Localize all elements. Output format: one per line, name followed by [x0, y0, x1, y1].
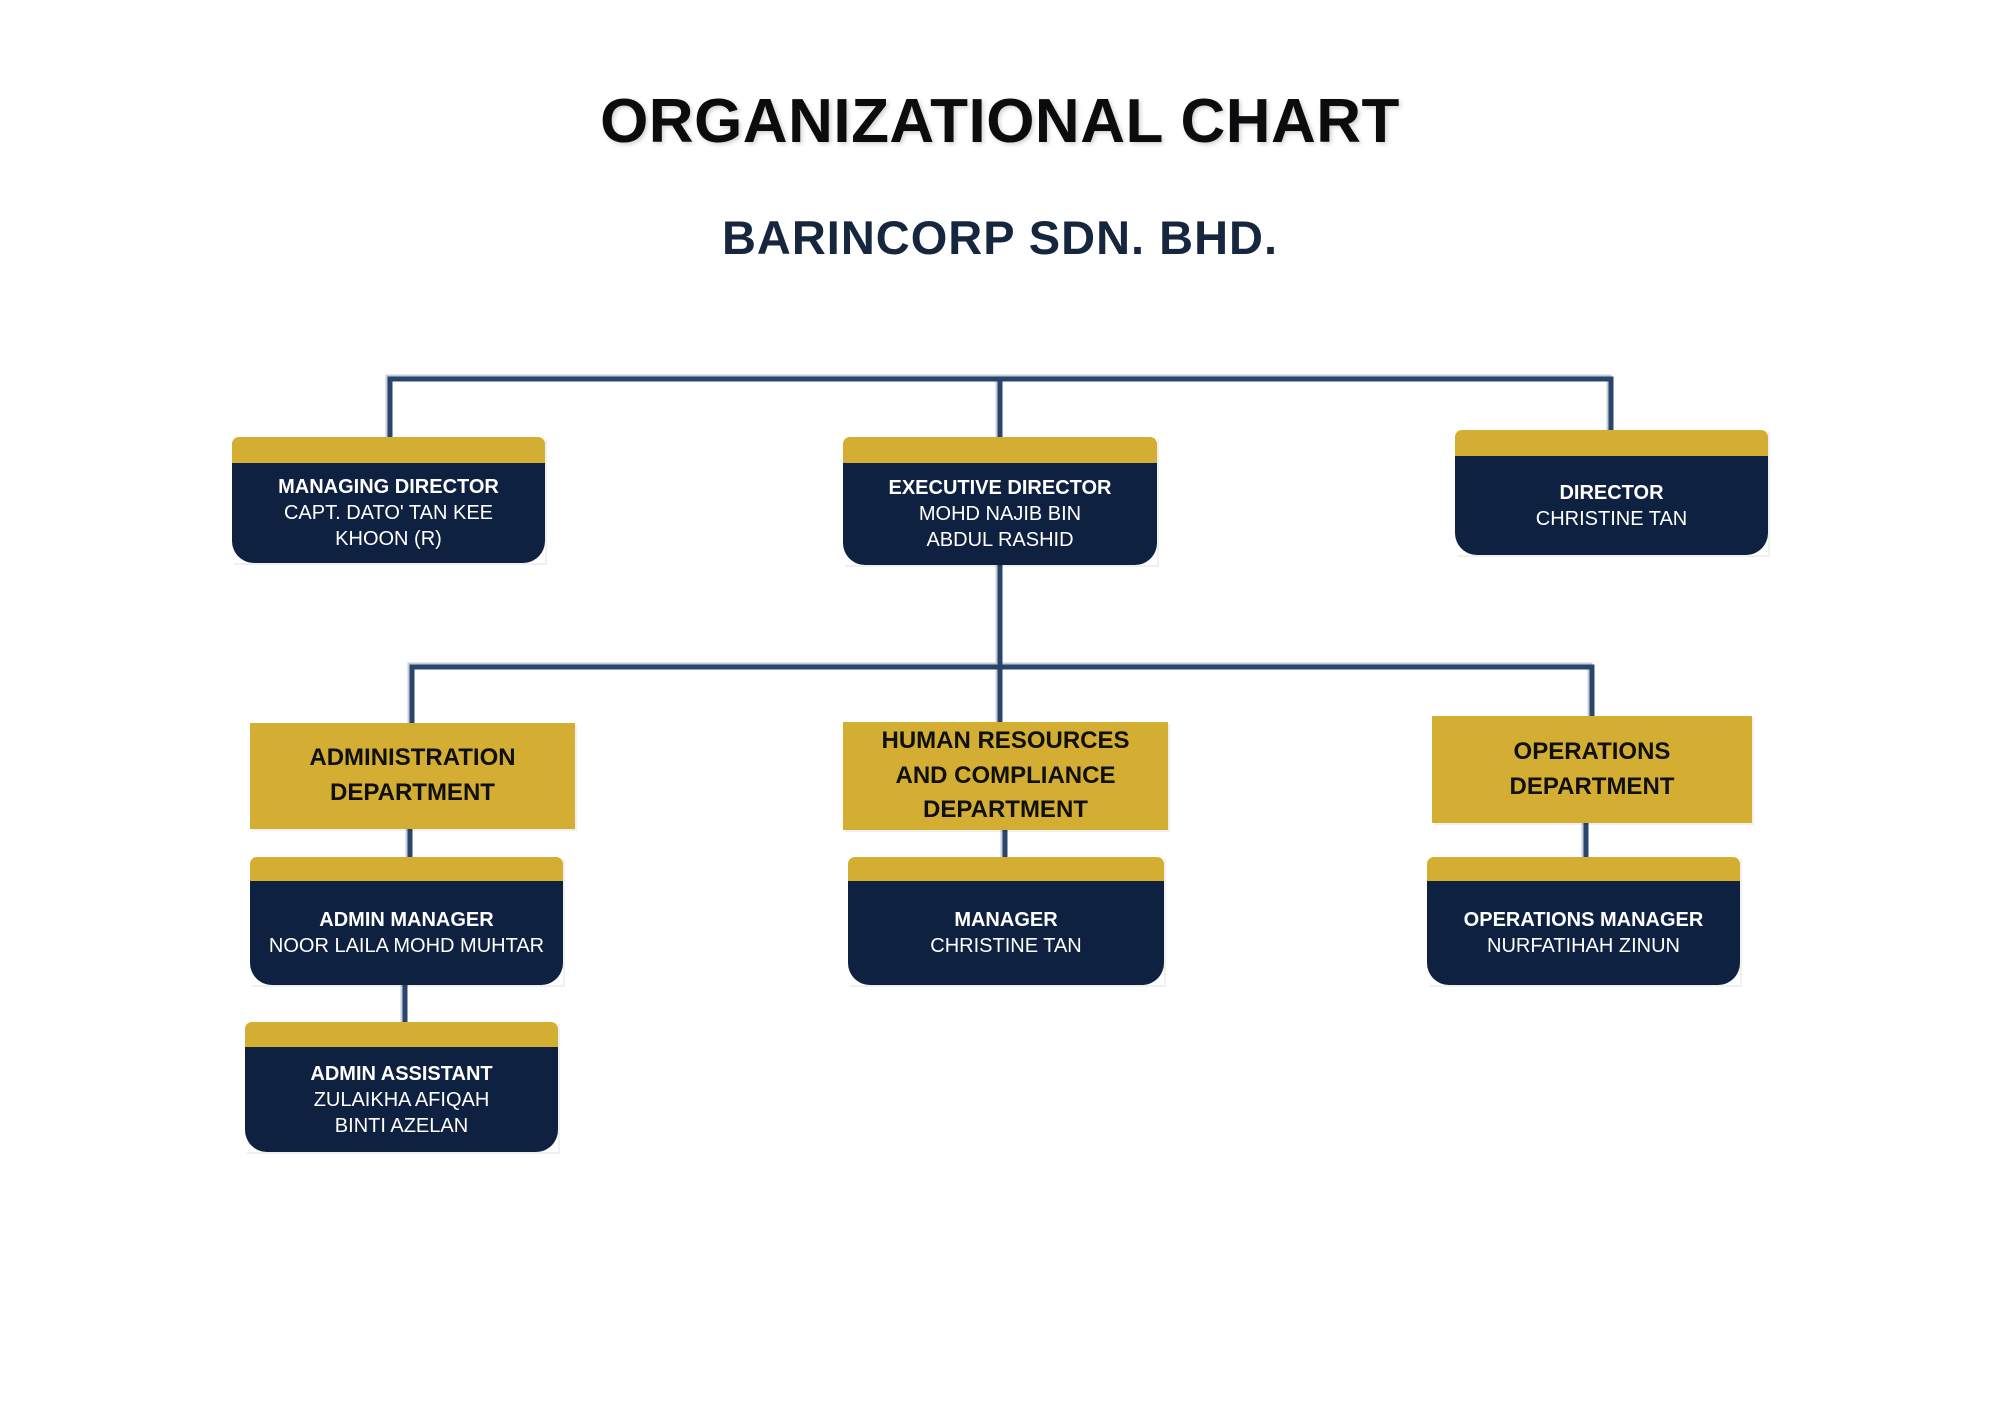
- org-node-director: DIRECTOR CHRISTINE TAN: [1455, 430, 1768, 555]
- person-name: CHRISTINE TAN: [930, 935, 1082, 957]
- card-body: DIRECTOR CHRISTINE TAN: [1455, 456, 1768, 555]
- person-name: MOHD NAJIB BIN ABDUL RASHID: [918, 503, 1082, 551]
- role-title: DIRECTOR: [1559, 481, 1664, 504]
- card-body: ADMIN ASSISTANT ZULAIKHA AFIQAH BINTI AZ…: [245, 1047, 558, 1152]
- org-node-hr-manager: MANAGER CHRISTINE TAN: [848, 857, 1164, 985]
- dept-administration: ADMINISTRATION DEPARTMENT: [250, 723, 575, 829]
- person-name: NURFATIHAH ZINUN: [1487, 935, 1680, 957]
- page-title: ORGANIZATIONAL CHART: [600, 87, 1400, 156]
- card-body: EXECUTIVE DIRECTOR MOHD NAJIB BIN ABDUL …: [843, 463, 1157, 565]
- person-name: CHRISTINE TAN: [1535, 507, 1688, 530]
- org-node-admin-manager: ADMIN MANAGER NOOR LAILA MOHD MUHTAR: [250, 857, 563, 985]
- role-title: MANAGER: [954, 909, 1058, 931]
- card-body: MANAGING DIRECTOR CAPT. DATO' TAN KEE KH…: [232, 463, 545, 563]
- person-name: CAPT. DATO' TAN KEE KHOON (R): [283, 502, 494, 550]
- person-name: NOOR LAILA MOHD MUHTAR: [268, 935, 545, 957]
- org-node-managing-director: MANAGING DIRECTOR CAPT. DATO' TAN KEE KH…: [232, 437, 545, 563]
- gold-topbar: [232, 437, 545, 463]
- role-title: EXECUTIVE DIRECTOR: [888, 477, 1112, 499]
- card-body: OPERATIONS MANAGER NURFATIHAH ZINUN: [1427, 881, 1740, 985]
- role-title: ADMIN ASSISTANT: [310, 1062, 493, 1085]
- org-node-executive-director: EXECUTIVE DIRECTOR MOHD NAJIB BIN ABDUL …: [843, 437, 1157, 565]
- org-node-operations-manager: OPERATIONS MANAGER NURFATIHAH ZINUN: [1427, 857, 1740, 985]
- gold-topbar: [843, 437, 1157, 463]
- gold-topbar: [848, 857, 1164, 881]
- dept-human-resources-compliance: HUMAN RESOURCES AND COMPLIANCE DEPARTMEN…: [843, 722, 1168, 830]
- card-body: MANAGER CHRISTINE TAN: [848, 881, 1164, 985]
- page-subtitle: BARINCORP SDN. BHD.: [721, 211, 1279, 264]
- gold-topbar: [250, 857, 563, 881]
- role-title: OPERATIONS MANAGER: [1463, 909, 1704, 931]
- role-title: MANAGING DIRECTOR: [278, 476, 499, 498]
- card-body: ADMIN MANAGER NOOR LAILA MOHD MUHTAR: [250, 881, 563, 985]
- gold-topbar: [1427, 857, 1740, 881]
- dept-operations: OPERATIONS DEPARTMENT: [1432, 716, 1752, 823]
- org-node-admin-assistant: ADMIN ASSISTANT ZULAIKHA AFIQAH BINTI AZ…: [245, 1022, 558, 1152]
- gold-topbar: [1455, 430, 1768, 456]
- person-name: ZULAIKHA AFIQAH BINTI AZELAN: [313, 1088, 490, 1137]
- role-title: ADMIN MANAGER: [319, 909, 494, 931]
- gold-topbar: [245, 1022, 558, 1047]
